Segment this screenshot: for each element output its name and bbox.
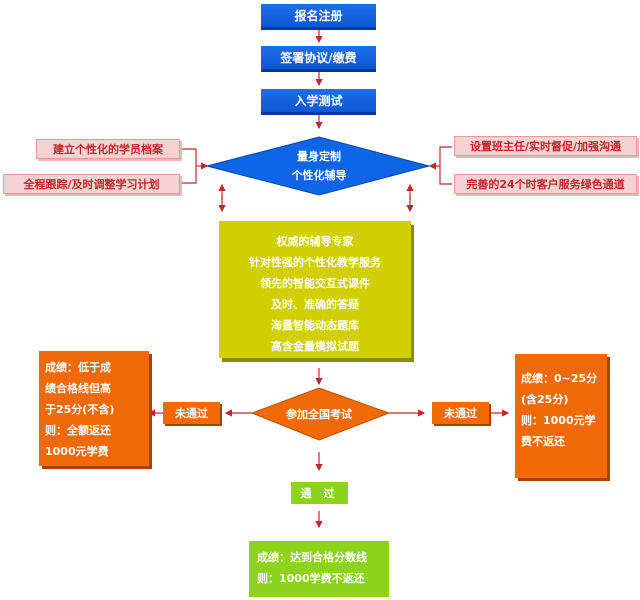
result-line: 绩合格线但高 (45, 382, 111, 395)
fail-label-right: 未通过 (432, 402, 489, 424)
right-note-2: 完善的24个时客户服务绿色通道 (454, 174, 637, 194)
pass-label: 通 过 (291, 482, 348, 504)
feature-item: 海量智能动态题库 (271, 319, 359, 332)
entrance-test-step: 入学测试 (261, 89, 376, 115)
tailor-line-1: 量身定制 (297, 150, 341, 163)
exam-diamond-label: 参加全国考试 (286, 408, 352, 421)
result-line: 费不返还 (521, 435, 565, 448)
result-line: 于25分(不含) (45, 403, 115, 416)
tailor-diamond (205, 136, 431, 196)
feature-item: 及时、准确的答疑 (271, 298, 359, 311)
result-line: 成绩：达到合格分数线 (257, 551, 367, 564)
feature-item: 针对性强的个性化教学服务 (249, 256, 381, 269)
tailor-line-2: 个性化辅导 (291, 169, 347, 182)
pass-result-box: 成绩：达到合格分数线 则：1000学费不返还 (249, 541, 389, 597)
feature-item: 领先的智能交互式课件 (260, 277, 370, 290)
result-line: 则：全额返还 (45, 424, 111, 437)
result-line: (含25分) (521, 393, 569, 406)
result-line: 成绩：低于成 (45, 361, 111, 374)
feature-item: 权威的辅导专家 (276, 235, 354, 248)
result-line: 1000元学费 (45, 445, 109, 458)
result-line: 则：1000学费不返还 (257, 572, 365, 585)
agreement-step: 签署协议/缴费 (261, 46, 376, 72)
right-result-box: 成绩：0~25分 (含25分) 则：1000元学 费不返还 (515, 354, 607, 478)
left-result-box: 成绩：低于成 绩合格线但高 于25分(不含) 则：全额返还 1000元学费 (39, 351, 149, 466)
fail-label-left: 未通过 (163, 402, 220, 424)
result-line: 成绩：0~25分 (521, 372, 598, 385)
register-step: 报名注册 (261, 4, 376, 30)
left-note-1: 建立个性化的学员档案 (36, 139, 180, 159)
result-line: 则：1000元学 (521, 414, 596, 427)
left-note-2: 全程跟踪/及时调整学习计划 (3, 174, 180, 194)
exam-diamond (250, 387, 391, 441)
right-note-1: 设置班主任/实时督促/加强沟通 (454, 136, 637, 156)
features-box: 权威的辅导专家 针对性强的个性化教学服务 领先的智能交互式课件 及时、准确的答疑… (219, 221, 411, 358)
feature-item: 高含金量模拟试题 (271, 340, 359, 353)
tailor-diamond-label: 量身定制 个性化辅导 (270, 147, 368, 185)
